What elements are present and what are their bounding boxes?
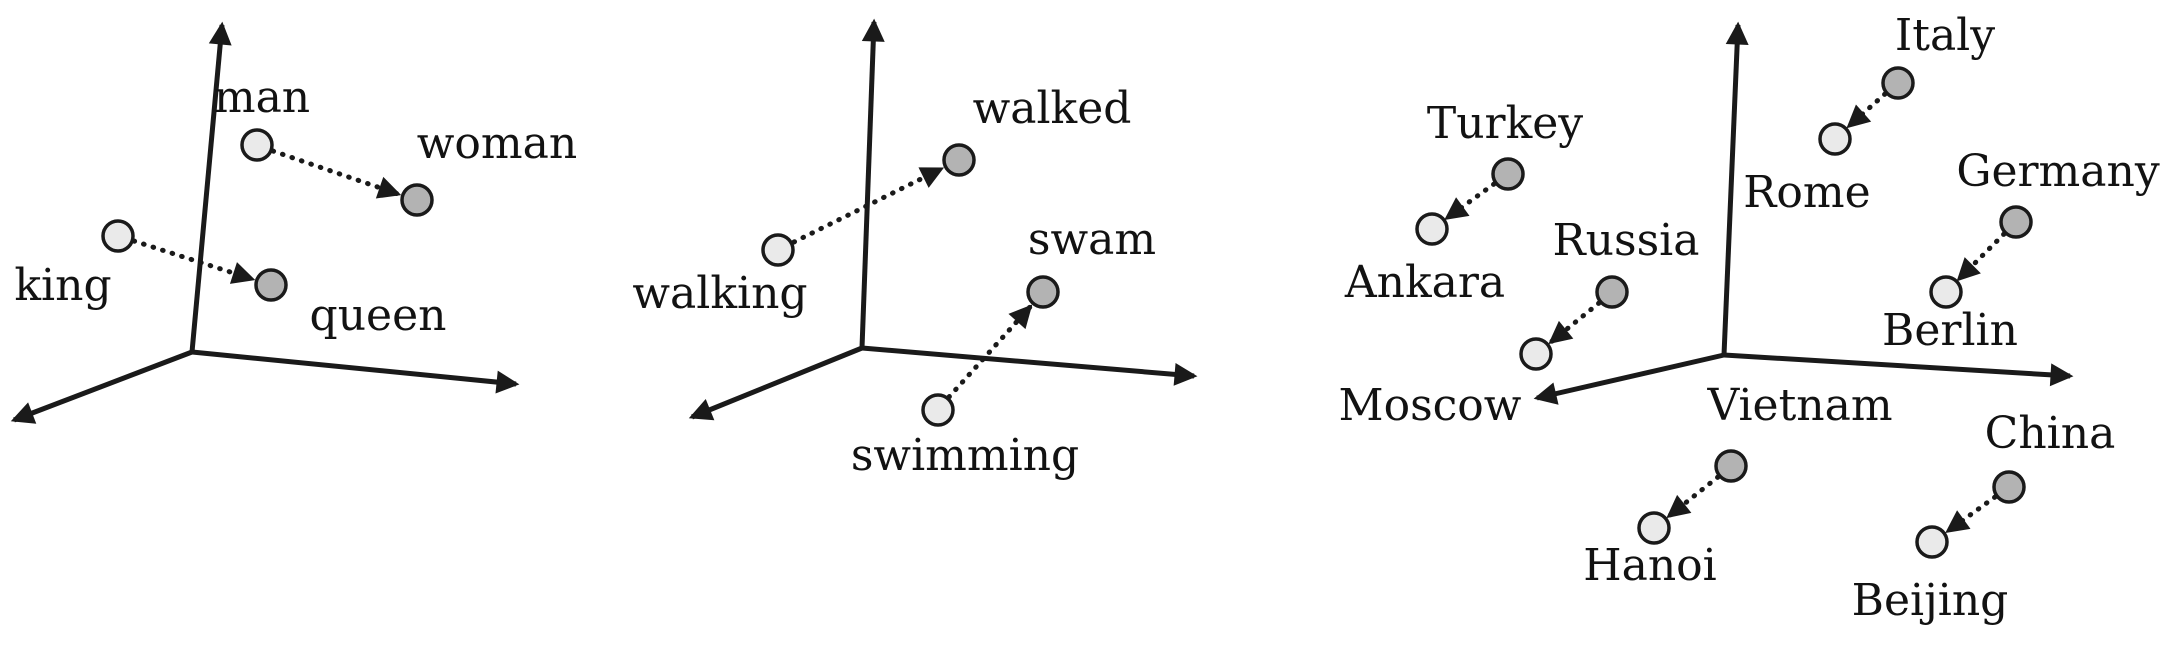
arrow-turkey-ankara [1444, 181, 1497, 221]
label-moscow: Moscow [1339, 380, 1522, 431]
arrow-vietnam-hanoi [1666, 474, 1721, 519]
panel-country-capital-analogy: Italy Rome Turkey Ankara Germany Berlin … [1339, 10, 2160, 626]
label-china: China [1985, 408, 2116, 459]
x-axis [1723, 352, 2074, 387]
point-queen [254, 268, 288, 302]
point-beijing [1915, 525, 1949, 559]
z-axis [688, 345, 863, 421]
y-axis [189, 21, 232, 353]
z-axis [10, 349, 193, 424]
label-walking: walking [632, 268, 807, 319]
arrow-germany-berlin [1956, 231, 2007, 282]
point-hanoi [1637, 511, 1671, 545]
arrow-russia-moscow [1548, 300, 1602, 345]
point-rome [1818, 122, 1852, 156]
point-swam [1026, 275, 1060, 309]
label-italy: Italy [1895, 10, 1995, 61]
label-man: man [214, 72, 310, 123]
point-berlin [1929, 275, 1963, 309]
point-walked [942, 143, 976, 177]
arrow-king-queen [131, 238, 256, 284]
label-russia: Russia [1553, 215, 1700, 266]
point-woman [400, 183, 434, 217]
label-rome: Rome [1743, 167, 1870, 218]
label-woman: woman [417, 118, 577, 169]
z-axis [1533, 352, 1725, 405]
point-ankara [1415, 212, 1449, 246]
label-beijing: Beijing [1852, 575, 2009, 626]
point-vietnam [1714, 449, 1748, 483]
point-turkey [1491, 157, 1525, 191]
label-ankara: Ankara [1344, 257, 1505, 308]
point-walking [761, 233, 795, 267]
arrow-china-beijing [1945, 494, 1998, 534]
point-china [1992, 470, 2026, 504]
label-turkey: Turkey [1427, 98, 1583, 149]
arrow-italy-rome [1846, 91, 1888, 129]
x-axis [191, 349, 520, 394]
arrow-walking-walked [791, 166, 945, 245]
label-walked: walked [973, 83, 1132, 134]
label-hanoi: Hanoi [1583, 540, 1717, 591]
label-queen: queen [310, 290, 447, 341]
label-vietnam: Vietnam [1706, 380, 1892, 431]
y-axis [1721, 21, 1749, 356]
point-russia [1595, 275, 1629, 309]
point-man [240, 128, 274, 162]
panel-verb-tense-analogy: walked walking swam swimming [632, 18, 1198, 481]
panel-gender-analogy: man woman king queen [10, 21, 577, 424]
label-berlin: Berlin [1882, 305, 2018, 356]
arrow-swimming-swam [946, 304, 1033, 400]
x-axis [861, 345, 1198, 386]
label-king: king [14, 260, 111, 311]
point-moscow [1519, 337, 1553, 371]
label-germany: Germany [1956, 146, 2160, 197]
point-swimming [921, 393, 955, 427]
label-swimming: swimming [851, 430, 1079, 481]
y-axis [859, 18, 885, 349]
arrow-man-woman [270, 148, 402, 199]
point-italy [1881, 66, 1915, 100]
point-king [101, 219, 135, 253]
label-swam: swam [1028, 214, 1156, 265]
point-germany [1999, 205, 2033, 239]
